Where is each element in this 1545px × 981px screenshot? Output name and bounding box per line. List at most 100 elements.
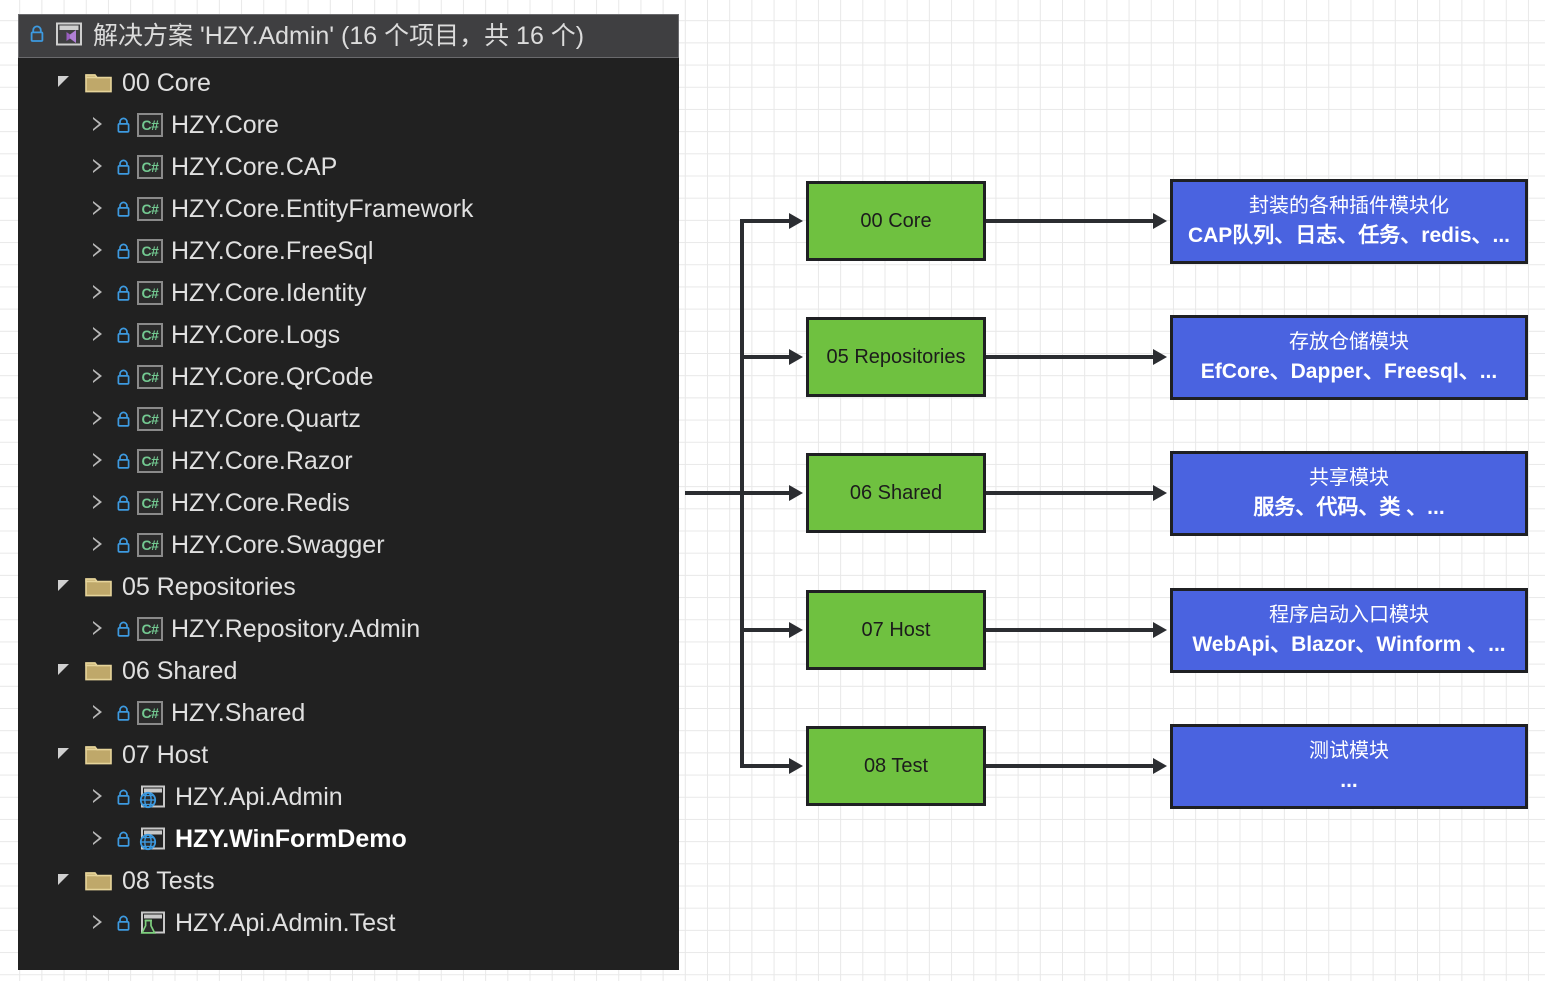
- csharp-project-icon: C#: [137, 617, 163, 641]
- module-description-title: 存放仓储模块: [1289, 331, 1409, 353]
- tree-item-hzy-core[interactable]: C# HZY.Core: [18, 104, 679, 146]
- expander-closed-icon[interactable]: [90, 914, 106, 932]
- module-source-box[interactable]: 06 Shared: [806, 453, 986, 533]
- tree-item-hzy-core-quartz[interactable]: C#HZY.Core.Quartz: [18, 398, 679, 440]
- expander-open-icon[interactable]: [56, 578, 74, 596]
- tree-item-label: 05 Repositories: [122, 572, 296, 601]
- connector-branch: [742, 764, 790, 768]
- tree-item-hzy-core-razor[interactable]: C# HZY.Core.Razor: [18, 440, 679, 482]
- folder-icon: [84, 659, 114, 683]
- tree-item-hzy-core-qrcode[interactable]: C#HZY.Core.QrCode: [18, 356, 679, 398]
- expander-closed-icon[interactable]: [90, 116, 106, 134]
- expander-closed-icon[interactable]: [90, 704, 106, 722]
- tree-item-08-tests[interactable]: 08 Tests: [18, 860, 679, 902]
- csharp-project-icon: C#: [137, 449, 163, 473]
- tree-item-hzy-core-logs[interactable]: C#HZY.Core.Logs: [18, 314, 679, 356]
- expander-open-icon[interactable]: [56, 872, 74, 890]
- tree-item-label: 08 Tests: [122, 866, 215, 895]
- module-source-label: 06 Shared: [849, 481, 943, 504]
- tree-item-hzy-core-identity[interactable]: C#HZY.Core.Identity: [18, 272, 679, 314]
- expander-closed-icon[interactable]: [90, 368, 106, 386]
- tree-item-06-shared[interactable]: 06 Shared: [18, 650, 679, 692]
- lock-icon: [116, 116, 131, 134]
- csharp-project-icon: C#: [137, 533, 163, 557]
- tree-item-label: HZY.Core: [171, 110, 279, 139]
- expander-closed-icon[interactable]: [90, 158, 106, 176]
- module-description-box[interactable]: 共享模块服务、代码、类 、...: [1170, 450, 1528, 536]
- web-project-icon: [137, 826, 167, 852]
- tree-item-label: HZY.Core.Razor: [171, 446, 353, 475]
- module-source-label: 08 Test: [863, 754, 929, 777]
- expander-closed-icon[interactable]: [90, 242, 106, 260]
- expander-closed-icon[interactable]: [90, 452, 106, 470]
- tree-item-05-repositories[interactable]: 05 Repositories: [18, 566, 679, 608]
- tree-item-label: HZY.Api.Admin: [175, 782, 343, 811]
- expander-closed-icon[interactable]: [90, 788, 106, 806]
- csharp-project-icon: C#: [137, 113, 163, 137]
- arrowhead-icon: [789, 485, 803, 501]
- expander-open-icon[interactable]: [56, 662, 74, 680]
- lock-icon: [116, 914, 131, 932]
- lock-icon: [116, 158, 131, 176]
- tree-item-hzy-repository-admin[interactable]: C#HZY.Repository.Admin: [18, 608, 679, 650]
- web-project-icon: [137, 784, 167, 810]
- expander-closed-icon[interactable]: [90, 536, 106, 554]
- module-description-detail: 服务、代码、类 、...: [1253, 496, 1445, 519]
- arrowhead-icon: [789, 349, 803, 365]
- expander-closed-icon[interactable]: [90, 326, 106, 344]
- tree-item-07-host[interactable]: 07 Host: [18, 734, 679, 776]
- module-source-box[interactable]: 07 Host: [806, 590, 986, 670]
- visual-studio-solution-icon: [54, 21, 84, 52]
- tree-item-hzy-core-cap[interactable]: C# HZY.Core.CAP: [18, 146, 679, 188]
- expander-closed-icon[interactable]: [90, 830, 106, 848]
- tree-item-hzy-core-entityframework[interactable]: C# HZY.Core.EntityFramework: [18, 188, 679, 230]
- module-description-detail: WebApi、Blazor、Winform 、...: [1192, 633, 1506, 656]
- connector-arrow-line: [986, 355, 1154, 359]
- tree-item-hzy-shared[interactable]: C#HZY.Shared: [18, 692, 679, 734]
- tree-item-label: HZY.Core.CAP: [171, 152, 338, 181]
- tree-item-label: HZY.Core.EntityFramework: [171, 194, 474, 223]
- csharp-project-icon: C#: [137, 491, 163, 515]
- arrowhead-icon: [1153, 213, 1167, 229]
- solution-header[interactable]: 解决方案 'HZY.Admin' (16 个项目，共 16 个): [18, 14, 679, 58]
- csharp-project-icon: C#: [137, 197, 163, 221]
- expander-closed-icon[interactable]: [90, 494, 106, 512]
- tree-item-hzy-core-swagger[interactable]: C#HZY.Core.Swagger: [18, 524, 679, 566]
- arrowhead-icon: [1153, 622, 1167, 638]
- module-source-box[interactable]: 00 Core: [806, 181, 986, 261]
- connector-arrow-line: [986, 219, 1154, 223]
- csharp-project-icon: C#: [137, 155, 163, 179]
- expander-closed-icon[interactable]: [90, 200, 106, 218]
- expander-open-icon[interactable]: [56, 746, 74, 764]
- expander-closed-icon[interactable]: [90, 620, 106, 638]
- tree-item-label: HZY.WinFormDemo: [175, 824, 407, 853]
- connector-arrow-line: [986, 628, 1154, 632]
- folder-icon: [84, 743, 114, 767]
- expander-closed-icon[interactable]: [90, 410, 106, 428]
- tree-item-00-core[interactable]: 00 Core: [18, 62, 679, 104]
- arrowhead-icon: [789, 758, 803, 774]
- module-description-box[interactable]: 封装的各种插件模块化 CAP队列、日志、任务、redis、...: [1170, 178, 1528, 264]
- tree-item-hzy-api-admin-test[interactable]: HZY.Api.Admin.Test: [18, 902, 679, 944]
- tree-item-hzy-core-redis[interactable]: C#HZY.Core.Redis: [18, 482, 679, 524]
- module-description-title: 封装的各种插件模块化: [1249, 195, 1449, 217]
- connector-stem: [685, 491, 745, 495]
- module-description-detail: CAP队列、日志、任务、redis、...: [1187, 224, 1511, 247]
- expander-open-icon[interactable]: [56, 74, 74, 92]
- tree-item-label: HZY.Shared: [171, 698, 306, 727]
- connector-branch: [742, 219, 790, 223]
- module-source-box[interactable]: 05 Repositories: [806, 317, 986, 397]
- lock-icon: [116, 620, 131, 638]
- tree-item-hzy-api-admin[interactable]: HZY.Api.Admin: [18, 776, 679, 818]
- tree-item-label: HZY.Api.Admin.Test: [175, 908, 396, 937]
- expander-closed-icon[interactable]: [90, 284, 106, 302]
- lock-icon: [116, 284, 131, 302]
- tree-item-hzy-winformdemo[interactable]: HZY.WinFormDemo: [18, 818, 679, 860]
- folder-icon: [84, 71, 114, 95]
- tree-item-hzy-core-freesql[interactable]: C#HZY.Core.FreeSql: [18, 230, 679, 272]
- module-description-box[interactable]: 测试模块...: [1170, 723, 1528, 809]
- module-source-box[interactable]: 08 Test: [806, 726, 986, 806]
